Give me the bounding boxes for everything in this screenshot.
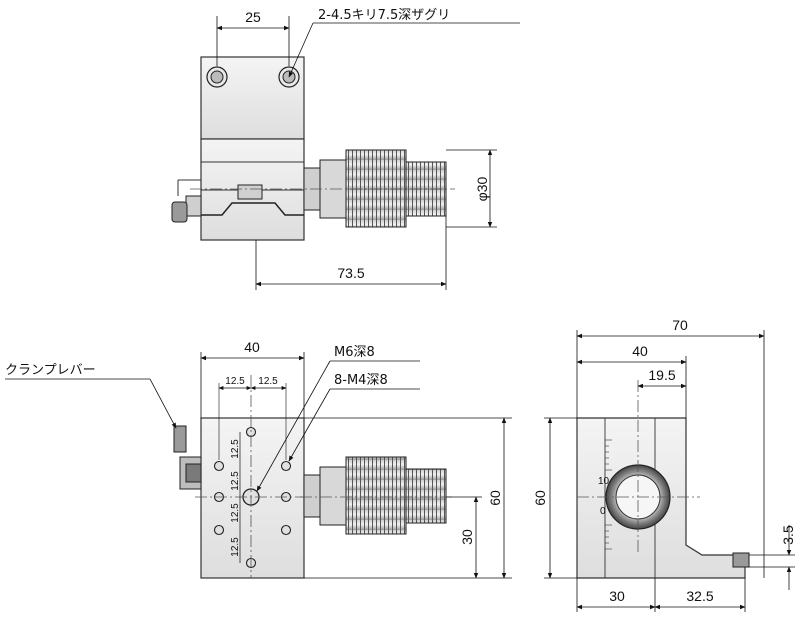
counterbore-hole-left: [206, 66, 228, 88]
dim-pitch-y-3: 12.5: [230, 503, 241, 523]
front-view: 40 12.5 12.5 12.5 12.5 12.5 12.5 クランプレバー…: [5, 339, 512, 579]
front-micrometer-knob: [345, 456, 407, 535]
side-view: 10 0 70 40 19.5 60 3.5: [532, 317, 796, 612]
m4-hole: [280, 460, 292, 472]
dim-front-half-height: 30: [459, 529, 475, 545]
front-shaft-collar: [303, 474, 321, 518]
dim-pitch-y-1: 12.5: [230, 439, 241, 459]
dim-pitch-y-4: 12.5: [230, 537, 241, 557]
side-set-screw: [732, 552, 750, 568]
dim-pitch-x-right: 12.5: [258, 376, 278, 387]
top-clamp-nut: [237, 184, 263, 200]
dim-front-height: 60: [487, 490, 503, 506]
callout-m6: M6深8: [334, 345, 375, 360]
label-clamp-lever: クランプレバー: [5, 363, 96, 378]
callout-m4: 8-M4深8: [334, 373, 388, 388]
dim-hole-pitch: 25: [245, 9, 261, 25]
dim-pitch-y-2: 12.5: [230, 471, 241, 491]
top-clamp-lever: [171, 179, 202, 223]
front-clamp-lever: [173, 425, 202, 490]
side-scale: [605, 439, 612, 550]
dovetail-profile: [201, 202, 304, 216]
dim-side-3-5: 3.5: [780, 525, 796, 545]
dim-side-40: 40: [632, 343, 648, 359]
top-view: 25 2-4.5キリ7.5深ザグリ φ30 73.5: [171, 8, 520, 290]
front-knob-hub: [319, 466, 347, 526]
dim-pitch-x-left: 12.5: [225, 376, 245, 387]
dim-side-32-5: 32.5: [686, 588, 713, 604]
callout-counterbore-holes: 2-4.5キリ7.5深ザグリ: [318, 8, 450, 23]
dim-knob-diameter: φ30: [474, 176, 490, 201]
m4-hole: [280, 524, 292, 536]
dim-side-overall: 70: [672, 317, 688, 333]
scale-mark-10: 10: [598, 476, 610, 487]
dim-front-width: 40: [244, 339, 260, 355]
top-micrometer-knob: [345, 149, 407, 228]
dim-side-height: 60: [532, 490, 548, 506]
scale-mark-0: 0: [600, 506, 606, 517]
front-knob-thimble: [405, 468, 447, 524]
dim-side-19-5: 19.5: [648, 367, 675, 383]
dim-overall-length: 73.5: [337, 265, 364, 281]
dim-side-30: 30: [609, 588, 625, 604]
m4-hole: [213, 524, 225, 536]
m4-hole: [213, 460, 225, 472]
